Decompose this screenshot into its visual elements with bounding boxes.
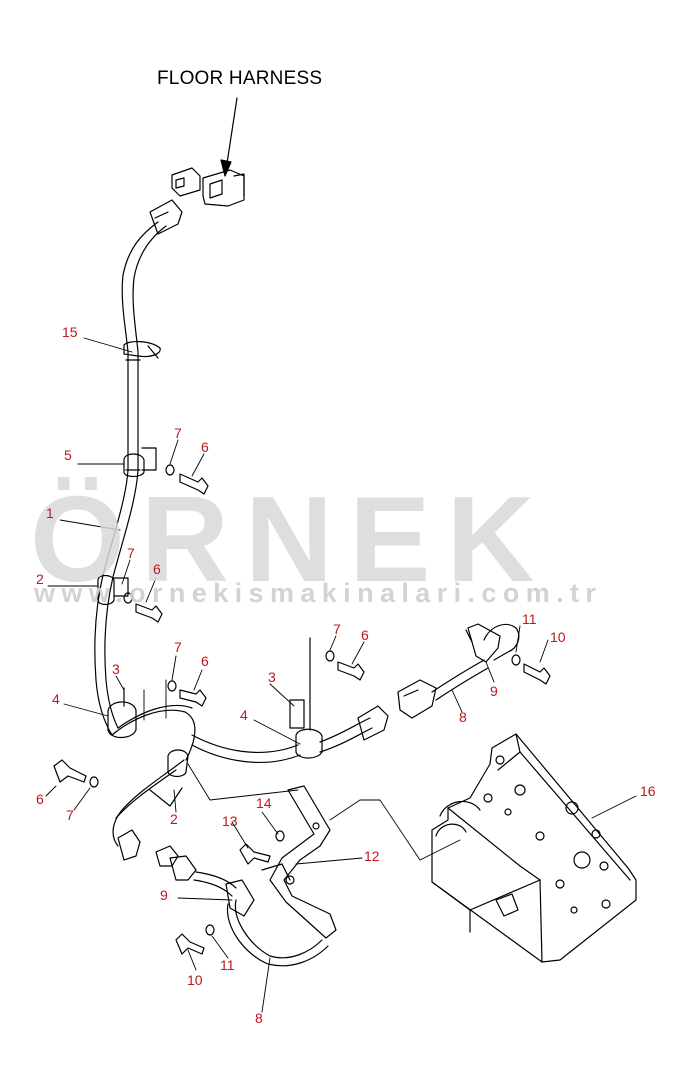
callout-7: 7: [333, 621, 341, 637]
callout-16: 16: [640, 783, 656, 799]
callout-14: 14: [256, 795, 272, 811]
floor-harness-connector: [171, 167, 245, 207]
callout-7: 7: [174, 639, 182, 655]
callout-3: 3: [112, 661, 120, 677]
bolt-6-a: [165, 464, 209, 495]
callout-6: 6: [36, 791, 44, 807]
callout-13: 13: [222, 813, 238, 829]
callout-12: 12: [364, 848, 380, 864]
callout-1: 1: [46, 505, 54, 521]
clamp-4-a: [107, 687, 137, 739]
callout-2: 2: [170, 811, 178, 827]
sensor-harness-8-a: [431, 623, 520, 701]
callout-3: 3: [268, 669, 276, 685]
valve-block-16: [431, 733, 637, 963]
callout-7: 7: [66, 807, 74, 823]
clamp-5: [123, 447, 157, 478]
callout-6: 6: [153, 561, 161, 577]
clamp-15: [123, 341, 161, 359]
watermark-brand: ÖRNEK: [30, 471, 551, 607]
lower-harness: [111, 704, 373, 847]
callout-8: 8: [255, 1010, 263, 1026]
bolt-6-e: [53, 759, 99, 788]
clamp-4-b: [289, 637, 323, 759]
callout-8: 8: [459, 709, 467, 725]
sensor-harness-8-b: [193, 871, 329, 967]
bolt-10-b: [175, 924, 215, 955]
bolt-6-b: [123, 592, 163, 623]
bolt-6-c: [167, 680, 207, 707]
callout-5: 5: [64, 447, 72, 463]
connector-pair-right: [357, 679, 437, 741]
bolt-10-a: [511, 654, 551, 685]
callout-9: 9: [490, 683, 498, 699]
floor-harness-arrow: [220, 97, 238, 177]
main-harness: [94, 199, 183, 736]
callout-10: 10: [187, 972, 203, 988]
leader-lines: [45, 337, 637, 1013]
bolt-6-d: [325, 650, 365, 681]
bracket-12: [261, 785, 337, 939]
callout-15: 15: [62, 324, 78, 340]
callout-4: 4: [240, 707, 248, 723]
callout-10: 10: [550, 629, 566, 645]
callout-4: 4: [52, 691, 60, 707]
bolt-13: [239, 830, 285, 865]
connector-pair-lower: [117, 829, 197, 881]
callout-6: 6: [201, 653, 209, 669]
watermark-url: www.ornekismakinalari.com.tr: [34, 578, 603, 608]
callout-7: 7: [174, 425, 182, 441]
clamp-2-b: [149, 749, 189, 807]
callout-6: 6: [201, 439, 209, 455]
callout-6: 6: [361, 627, 369, 643]
floor-harness-title: FLOOR HARNESS: [157, 68, 323, 89]
callout-7: 7: [127, 545, 135, 561]
callout-2: 2: [36, 571, 44, 587]
callout-11: 11: [220, 957, 235, 973]
callout-9: 9: [160, 887, 168, 903]
clamp-2-a: [97, 574, 129, 606]
callout-11: 11: [522, 611, 537, 627]
